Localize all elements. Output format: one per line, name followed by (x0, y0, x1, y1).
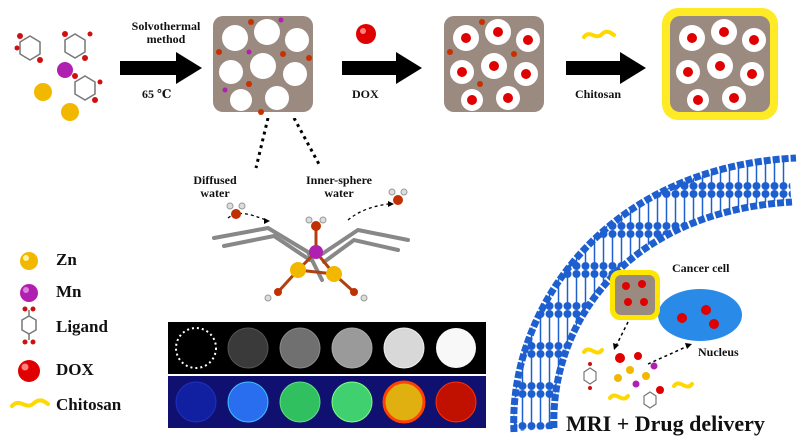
solvothermal-label-line2: method (146, 31, 186, 46)
inner-water-line2: water (324, 185, 354, 200)
chitosan-legend-icon (10, 398, 50, 408)
nanoparticle-in-cell (610, 270, 660, 320)
zn-legend-label: Zn (56, 250, 77, 269)
mof-framework-dox-loaded (444, 16, 544, 112)
arrow-step3 (566, 52, 646, 84)
bottom-title: MRI + Drug delivery (566, 411, 765, 436)
dox-step-label: DOX (352, 87, 379, 101)
ligand-legend-icon (21, 306, 37, 345)
mri-colormap-panel (168, 376, 486, 428)
zoom-dotted-lines (254, 118, 322, 169)
ligand-legend-label: Ligand (56, 317, 108, 336)
chitosan-legend-label: Chitosan (56, 395, 122, 414)
mn-legend-label: Mn (56, 282, 82, 301)
zn-legend-icon (20, 252, 38, 270)
drug-release-scene (582, 321, 694, 409)
mn-legend-icon (20, 284, 38, 302)
diffused-water-line2: water (200, 185, 230, 200)
cancer-cell-label: Cancer cell (672, 261, 730, 275)
diffused-water-label: Diffused water (183, 174, 247, 199)
dox-legend-icon (18, 360, 40, 382)
arrow-step2 (342, 52, 422, 84)
solvothermal-label: Solvothermal method (128, 20, 204, 45)
inner-sphere-water-label: Inner-sphere water (294, 174, 384, 199)
coordination-structure (212, 188, 410, 302)
mof-framework-bare (205, 8, 323, 120)
nucleus-label: Nucleus (698, 345, 739, 359)
mri-grayscale-row (175, 327, 476, 369)
cell-membrane (510, 154, 797, 433)
reactants-cluster (14, 31, 103, 121)
mri-grayscale-panel (168, 322, 486, 374)
mof-framework-chitosan-coated (662, 8, 778, 120)
chitosan-step-label: Chitosan (575, 87, 622, 101)
arrow-step1 (120, 52, 202, 84)
temperature-label: 65 ℃ (142, 87, 172, 101)
diffused-water-line1: Diffused (193, 173, 237, 187)
mri-colormap-row (175, 380, 477, 424)
dox-molecule-icon (356, 24, 376, 44)
chitosan-icon (582, 29, 616, 39)
inner-water-line1: Inner-sphere (306, 173, 372, 187)
solvothermal-label-line1: Solvothermal (131, 19, 201, 33)
dox-legend-label: DOX (56, 360, 94, 379)
